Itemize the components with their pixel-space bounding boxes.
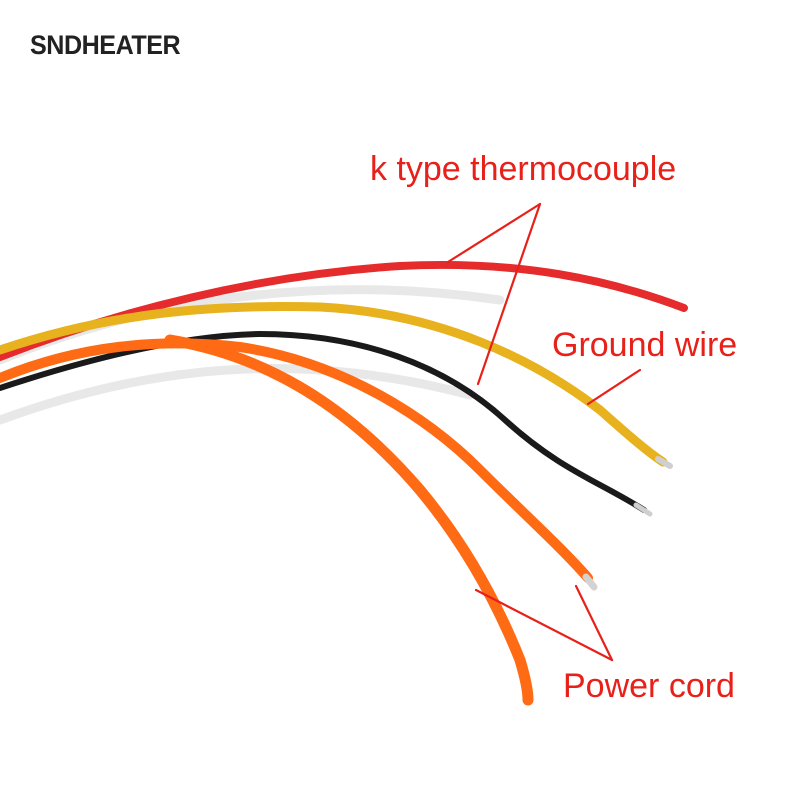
orange-power-wire-2 [164,334,534,706]
pointer-lines [446,202,642,662]
black-thermocouple-wire [0,330,647,513]
label-thermocouple: k type thermocouple [370,150,677,188]
orange-wire-1-tip [582,573,598,591]
brand-logo: SNDHEATER [30,30,181,60]
pointer-thermo-to-black [476,202,542,386]
pointer-power-to-wire1 [574,584,614,662]
pointer-power-to-wire2 [474,588,614,662]
orange-power-wire-1 [0,338,593,583]
pointer-ground [586,368,642,406]
pointer-thermo-to-red [446,202,542,264]
black-wire-tip [633,502,653,517]
yellow-wire-tip [655,456,673,469]
label-ground-wire: Ground wire [552,326,738,364]
label-power-cord: Power cord [563,667,735,705]
yellow-ground-wire [0,301,668,467]
